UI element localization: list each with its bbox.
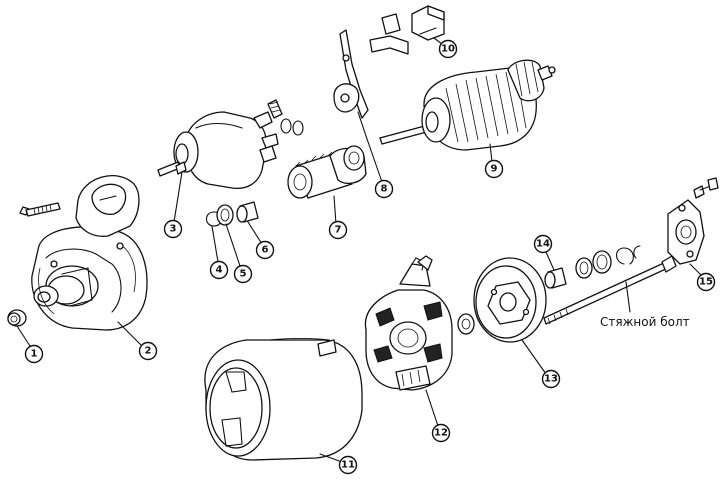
callout-11-text: 11 — [341, 460, 355, 471]
washer — [457, 313, 475, 335]
callout-5-text: 5 — [240, 269, 247, 280]
callout-3-text: 3 — [170, 224, 177, 235]
part-8-shift-lever — [333, 29, 369, 137]
callout-10-text: 10 — [441, 44, 455, 55]
part-1-bushing — [7, 309, 27, 327]
callout-6: 6 — [255, 240, 275, 260]
part-11-yoke-housing — [204, 338, 363, 461]
callout-2-text: 2 — [145, 346, 152, 357]
mounting-bolt — [19, 202, 61, 217]
callout-14: 14 — [533, 234, 553, 254]
callout-7: 7 — [328, 220, 348, 240]
callout-12-text: 12 — [434, 428, 448, 439]
callout-3: 3 — [163, 219, 183, 239]
part-15-end-cover — [667, 177, 719, 265]
callout-13: 13 — [541, 369, 561, 389]
callout-8-text: 8 — [381, 184, 388, 195]
callout-4: 4 — [209, 260, 229, 280]
callout-1-text: 1 — [31, 349, 38, 360]
callout-14-text: 14 — [536, 239, 550, 250]
seal-rings — [575, 245, 641, 279]
callout-15-text: 15 — [699, 277, 713, 288]
callout-15: 15 — [696, 272, 716, 292]
callout-1: 1 — [24, 344, 44, 364]
part-7-drive-pinion — [287, 145, 367, 199]
callout-11: 11 — [338, 455, 358, 475]
through-bolt-label: Стяжной болт — [600, 315, 690, 329]
part-5-stop-ring — [216, 204, 234, 226]
leader-lines — [16, 37, 703, 463]
part-2-drive-end-housing — [31, 175, 148, 331]
callout-13-text: 13 — [544, 374, 558, 385]
callout-12: 12 — [431, 423, 451, 443]
part-10-bracket — [369, 5, 445, 55]
part-6-bushing — [236, 201, 259, 223]
callout-5: 5 — [233, 264, 253, 284]
part-3-solenoid — [157, 99, 283, 190]
callout-10: 10 — [438, 39, 458, 59]
callout-2: 2 — [138, 341, 158, 361]
part-12-brush-holder — [364, 255, 453, 391]
callout-4-text: 4 — [216, 265, 223, 276]
callout-9-text: 9 — [491, 164, 498, 175]
through-bolt — [543, 255, 677, 325]
part-13-end-frame — [473, 257, 547, 343]
callout-9: 9 — [484, 159, 504, 179]
part-9-armature — [379, 59, 556, 151]
small-rings-solenoid — [280, 118, 304, 136]
callout-8: 8 — [374, 179, 394, 199]
callout-7-text: 7 — [335, 225, 342, 236]
part-14-bushing — [544, 267, 567, 289]
callout-6-text: 6 — [262, 245, 269, 256]
